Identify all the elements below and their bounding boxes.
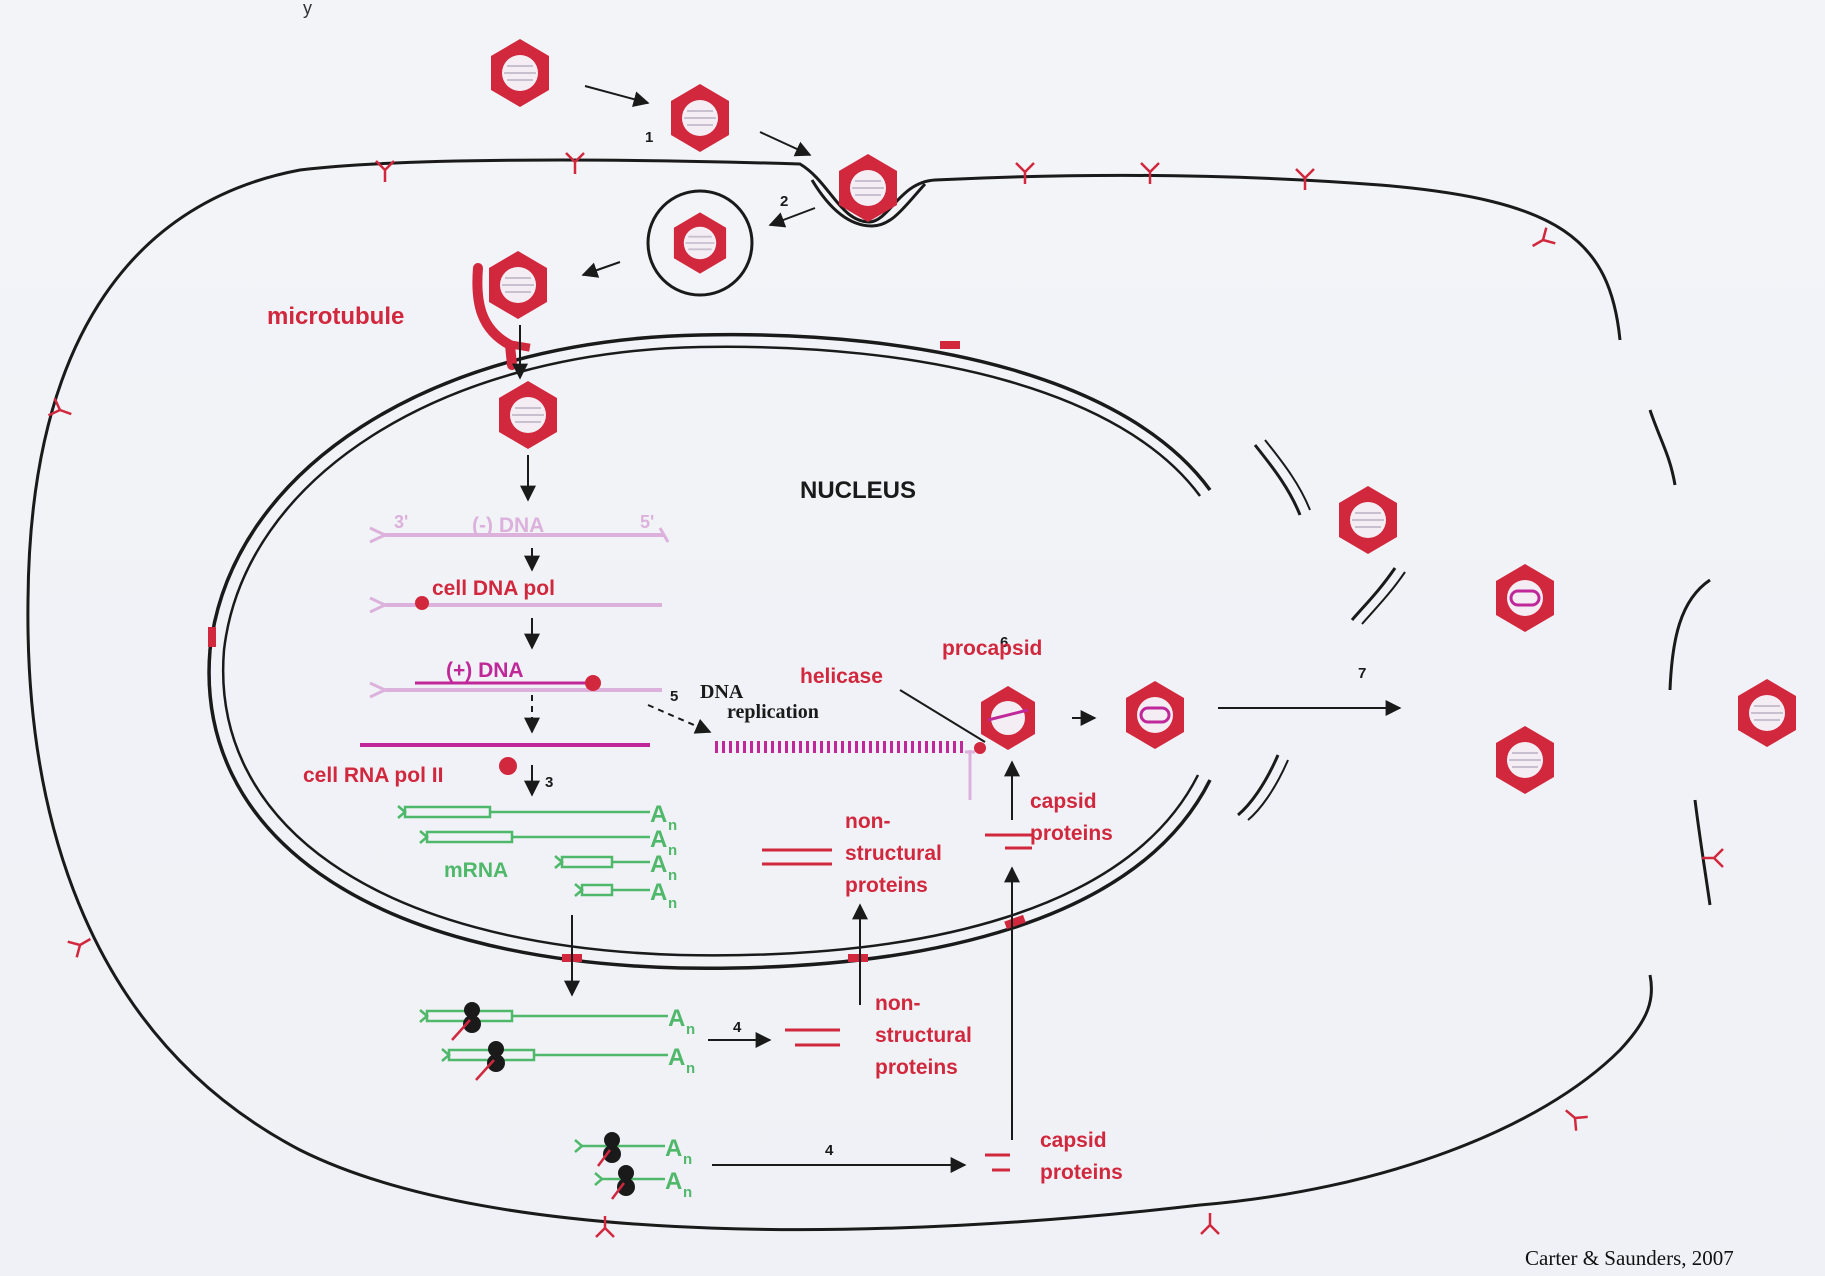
step-2: 2 xyxy=(780,193,788,210)
step-7: 7 xyxy=(1358,665,1366,682)
minus-dna-label: (-) DNA xyxy=(472,514,544,537)
dna-pol-strand xyxy=(369,596,662,614)
end-3-label: 3' xyxy=(394,512,408,532)
svg-text:n: n xyxy=(686,1021,695,1038)
helicase-label: helicase xyxy=(800,665,883,688)
step-1: 1 xyxy=(645,129,653,146)
plus-dna-label: (+) DNA xyxy=(446,659,524,682)
microtubule-label: microtubule xyxy=(267,303,404,330)
svg-text:n: n xyxy=(668,867,677,884)
step-3: 3 xyxy=(545,774,553,791)
filled-capsid xyxy=(1126,681,1184,749)
replicating-dna xyxy=(715,741,986,800)
protein-bars xyxy=(762,833,1032,1172)
procapsid-label: procapsid xyxy=(942,637,1042,660)
capsid-nuc-label-1: capsid xyxy=(1030,790,1097,813)
cell-rna-pol-label: cell RNA pol II xyxy=(303,764,443,787)
nonstruct-nuc-label-1: non- xyxy=(845,810,890,833)
dna-label: DNA xyxy=(700,681,744,703)
top-cut-text: y xyxy=(303,0,312,18)
capsid-nuc-label-2: proteins xyxy=(1030,822,1113,845)
mrna-label: mRNA xyxy=(444,859,508,882)
entry-virions xyxy=(488,38,898,450)
cytoplasmic-mrnas xyxy=(419,1002,668,1200)
cell-dna-pol-label: cell DNA pol xyxy=(432,577,555,600)
svg-text:A: A xyxy=(650,801,667,828)
svg-text:A: A xyxy=(668,1044,685,1071)
svg-text:n: n xyxy=(683,1151,692,1168)
svg-text:A: A xyxy=(650,826,667,853)
svg-text:n: n xyxy=(686,1060,695,1077)
nonstruct-cyto-label-1: non- xyxy=(875,992,920,1015)
nuclear-pores xyxy=(208,340,1026,962)
microtubule xyxy=(472,263,517,370)
nonstruct-nuc-label-3: proteins xyxy=(845,874,928,897)
svg-text:A: A xyxy=(665,1135,682,1162)
svg-text:A: A xyxy=(650,851,667,878)
rna-pol-dot xyxy=(499,757,517,775)
svg-text:A: A xyxy=(650,879,667,906)
procapsid xyxy=(981,686,1035,750)
step-5: 5 xyxy=(670,688,678,705)
helicase-pointer xyxy=(899,689,986,743)
citation-caption: Carter & Saunders, 2007 xyxy=(1525,1246,1734,1270)
nonstruct-cyto-label-2: structural xyxy=(875,1024,972,1047)
svg-text:n: n xyxy=(668,842,677,859)
cell-membrane xyxy=(26,158,1712,1232)
svg-text:n: n xyxy=(683,1184,692,1201)
step-6: 6 xyxy=(1000,634,1008,651)
svg-text:A: A xyxy=(665,1168,682,1195)
nonstruct-nuc-label-2: structural xyxy=(845,842,942,865)
nuclear-envelope xyxy=(207,332,1406,970)
nuclear-mrnas xyxy=(397,805,650,897)
step-4b: 4 xyxy=(825,1142,834,1159)
capsid-cyto-label-2: proteins xyxy=(1040,1161,1123,1184)
svg-text:A: A xyxy=(668,1005,685,1032)
entry-arrows xyxy=(512,85,816,797)
minus-dna-strand xyxy=(369,526,670,544)
svg-text:n: n xyxy=(668,817,677,834)
replication-label: replication xyxy=(727,701,819,723)
released-virions xyxy=(1338,485,1797,795)
nucleus-label: NUCLEUS xyxy=(800,477,916,504)
svg-text:n: n xyxy=(668,895,677,912)
plus-dna-strand xyxy=(369,675,662,699)
capsid-cyto-label-1: capsid xyxy=(1040,1129,1107,1152)
nonstruct-cyto-label-3: proteins xyxy=(875,1056,958,1079)
end-5-label: 5' xyxy=(640,512,654,532)
step-4a: 4 xyxy=(733,1019,742,1036)
replication-arrow xyxy=(647,704,712,734)
